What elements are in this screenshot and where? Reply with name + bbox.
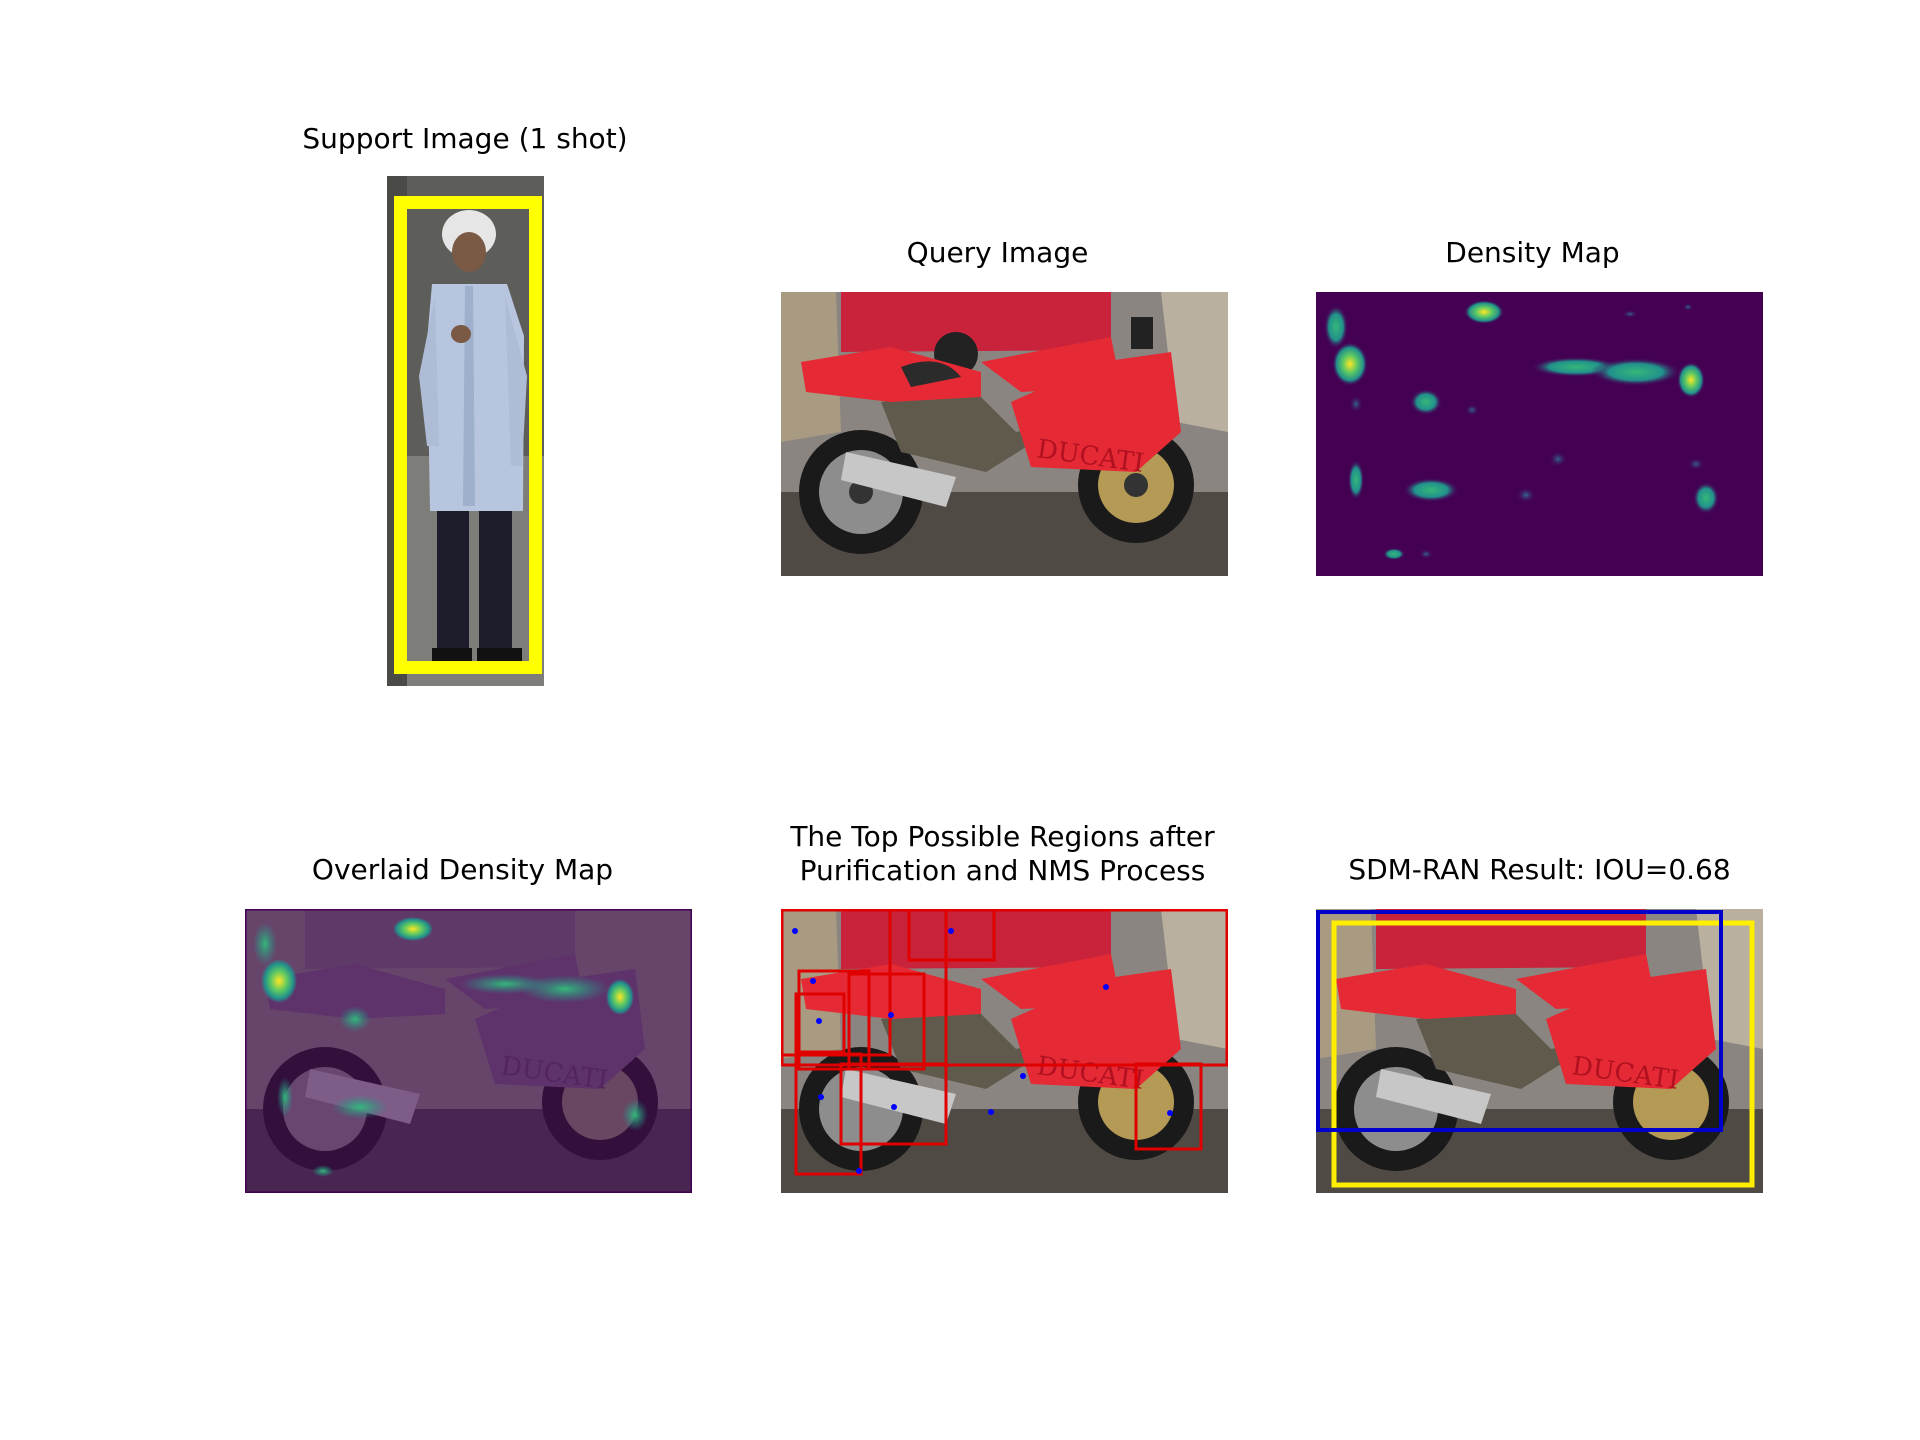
top-regions-image: DUCATI [781,909,1228,1193]
ground-truth-box [1331,920,1755,1188]
support-image [387,176,544,686]
overlaid-density-map-title: Overlaid Density Map [311,853,614,886]
prediction-box [1316,910,1723,1132]
density-map [1316,292,1763,576]
top-regions-title-line2: Purification and NMS Process [799,854,1206,887]
support-image-title: Support Image (1 shot) [302,122,628,155]
region-boxes [781,909,1228,1176]
region-center-points [792,928,1173,1174]
top-regions-title-line1: The Top Possible Regions after [790,820,1215,853]
result-image: DUCATI [1316,909,1763,1193]
density-map-title: Density Map [1445,236,1620,269]
top-regions-title: The Top Possible Regions after Purificat… [730,820,1275,888]
query-image: DUCATI [781,292,1228,576]
result-title: SDM-RAN Result: IOU=0.68 [1348,853,1731,886]
overlaid-density-map: DUCATI [245,909,692,1193]
query-image-title: Query Image [906,236,1089,269]
support-bounding-box [394,196,542,674]
